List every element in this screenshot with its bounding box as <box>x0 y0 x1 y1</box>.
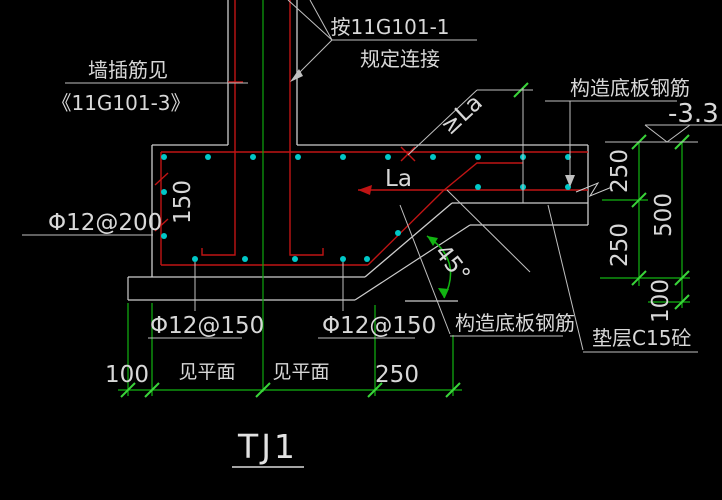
elevation-triangle-left <box>644 124 668 143</box>
drawing-title: TJ1 <box>237 427 298 466</box>
concrete-outline <box>151 0 589 278</box>
top-rebar-leader-arrowhead <box>565 175 575 187</box>
transverse-bars <box>161 154 571 262</box>
elevation-triangle-right <box>666 124 691 143</box>
rebar-label-bottom-left: Φ12@150 <box>150 313 264 339</box>
dim-150: 150 <box>170 180 196 224</box>
rebar-label-left: Φ12@200 <box>48 210 162 236</box>
splice-note-line1: 按11G101-1 <box>330 15 449 39</box>
cushion-label-leader <box>547 204 584 351</box>
bent-bar-diagonal <box>367 190 444 266</box>
ge-la-diagonal <box>407 89 478 156</box>
dim-right-250-top: 250 <box>607 149 633 193</box>
la-arrowhead <box>358 185 372 195</box>
dim-ge-la: ≥La <box>436 90 488 141</box>
angle-arc <box>426 235 452 299</box>
cushion-label: 垫层C15砼 <box>592 326 691 350</box>
dim150-arrow-top <box>154 172 169 186</box>
dim-right-500: 500 <box>651 193 677 237</box>
dim-bottom-plan1: 见平面 <box>178 361 235 383</box>
bottom-slab-rebar-label: 构造底板钢筋 <box>455 311 575 335</box>
dim-bottom-250: 250 <box>375 362 419 388</box>
dim-right-250-bottom: 250 <box>607 223 633 267</box>
elevation-value: -3.3 <box>668 99 719 129</box>
footing-step-diagonal <box>364 202 453 278</box>
wall-dowel-bar-left <box>201 0 236 256</box>
break-symbol <box>575 181 613 198</box>
dimensions-green <box>118 0 690 396</box>
dim-right-100: 100 <box>648 279 674 323</box>
wall-dowel-note-line1: 墙插筋见 <box>88 58 168 82</box>
cushion-outline <box>127 224 588 302</box>
dim-bottom-plan2: 见平面 <box>272 361 329 383</box>
splice-leader-arrowhead <box>290 69 303 82</box>
wall-dowel-note-line2: 《11G101-3》 <box>51 91 190 115</box>
top-slab-rebar-label: 构造底板钢筋 <box>570 76 690 100</box>
rebar-label-bottom-mid: Φ12@150 <box>322 313 436 339</box>
lap-cross-mark <box>400 146 416 162</box>
bottom-rebar-label-leader <box>399 204 451 335</box>
rebar-red <box>154 0 588 266</box>
bent-bar-reference-diagonal <box>446 189 531 273</box>
wall-dowel-bar-right <box>289 0 324 256</box>
dim-la: La <box>385 166 412 192</box>
construction-lap-bar <box>442 162 523 192</box>
dim-bottom-100: 100 <box>105 362 149 388</box>
dim150-arrow-bottom <box>154 218 169 232</box>
splice-note-line2: 规定连接 <box>360 47 440 71</box>
